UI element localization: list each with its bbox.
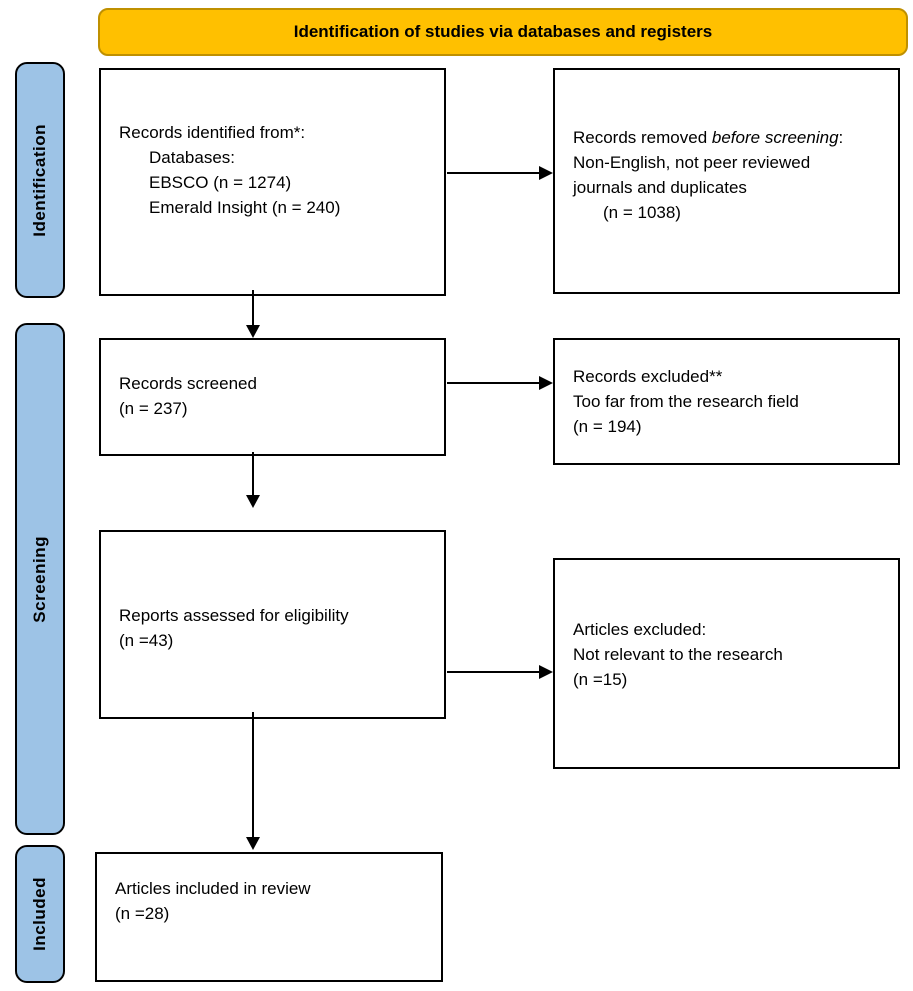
box-line: Reports assessed for eligibility xyxy=(119,606,349,625)
box-line: Too far from the research field xyxy=(573,392,799,411)
stage-label-text: Included xyxy=(30,877,49,951)
stage-label-included: Included xyxy=(15,845,65,983)
arrow-right-icon xyxy=(539,376,553,390)
box-line: (n = 237) xyxy=(119,399,188,418)
diagram-title-banner: Identification of studies via databases … xyxy=(98,8,908,56)
box-line: (n = 194) xyxy=(573,417,642,436)
box-line: (n = 1038) xyxy=(603,203,681,222)
diagram-title: Identification of studies via databases … xyxy=(293,22,713,41)
arrow-screened-to-assessed-line xyxy=(252,452,254,497)
box-line: Articles excluded: xyxy=(573,620,707,639)
box-records-identified: Records identified from*: Databases: EBS… xyxy=(99,68,446,296)
arrow-down-icon xyxy=(246,325,260,338)
box-line: journals and duplicates xyxy=(573,178,747,197)
box-line-text: : xyxy=(838,128,844,147)
box-reports-assessed: Reports assessed for eligibility (n =43) xyxy=(99,530,446,719)
box-line: Records removed before screening: xyxy=(573,125,888,150)
box-line: Emerald Insight (n = 240) xyxy=(149,198,341,217)
box-records-removed: Records removed before screening: Non-En… xyxy=(553,68,900,294)
box-records-excluded: Records excluded** Too far from the rese… xyxy=(553,338,900,465)
box-line: Records excluded** xyxy=(573,367,723,386)
arrow-screened-to-excluded-line xyxy=(447,382,540,384)
box-line: Records screened xyxy=(119,374,257,393)
box-line: Databases: xyxy=(149,148,235,167)
box-line: (n =43) xyxy=(119,631,174,650)
arrow-identified-to-screened-line xyxy=(252,290,254,327)
box-line: (n =15) xyxy=(573,670,628,689)
stage-label-identification: Identification xyxy=(15,62,65,298)
box-line: Articles included in review xyxy=(115,879,311,898)
box-line: Not relevant to the research xyxy=(573,645,783,664)
stage-label-text: Screening xyxy=(30,535,49,623)
box-line: EBSCO (n = 1274) xyxy=(149,173,292,192)
arrow-assessed-to-included-line xyxy=(252,712,254,839)
box-articles-excluded: Articles excluded: Not relevant to the r… xyxy=(553,558,900,769)
arrow-down-icon xyxy=(246,837,260,850)
box-line-text: Records removed xyxy=(573,128,712,147)
box-line: Records identified from*: xyxy=(119,123,306,142)
arrow-identified-to-removed-line xyxy=(447,172,540,174)
arrow-right-icon xyxy=(539,166,553,180)
box-line-italic-text: before screening xyxy=(711,128,839,147)
box-line: (n =28) xyxy=(115,904,170,923)
box-articles-included: Articles included in review (n =28) xyxy=(95,852,443,982)
arrow-right-icon xyxy=(539,665,553,679)
box-line: Non-English, not peer reviewed xyxy=(573,153,811,172)
arrow-down-icon xyxy=(246,495,260,508)
stage-label-screening: Screening xyxy=(15,323,65,835)
box-records-screened: Records screened (n = 237) xyxy=(99,338,446,456)
stage-label-text: Identification xyxy=(30,123,49,237)
arrow-assessed-to-articles-excluded-line xyxy=(447,671,540,673)
